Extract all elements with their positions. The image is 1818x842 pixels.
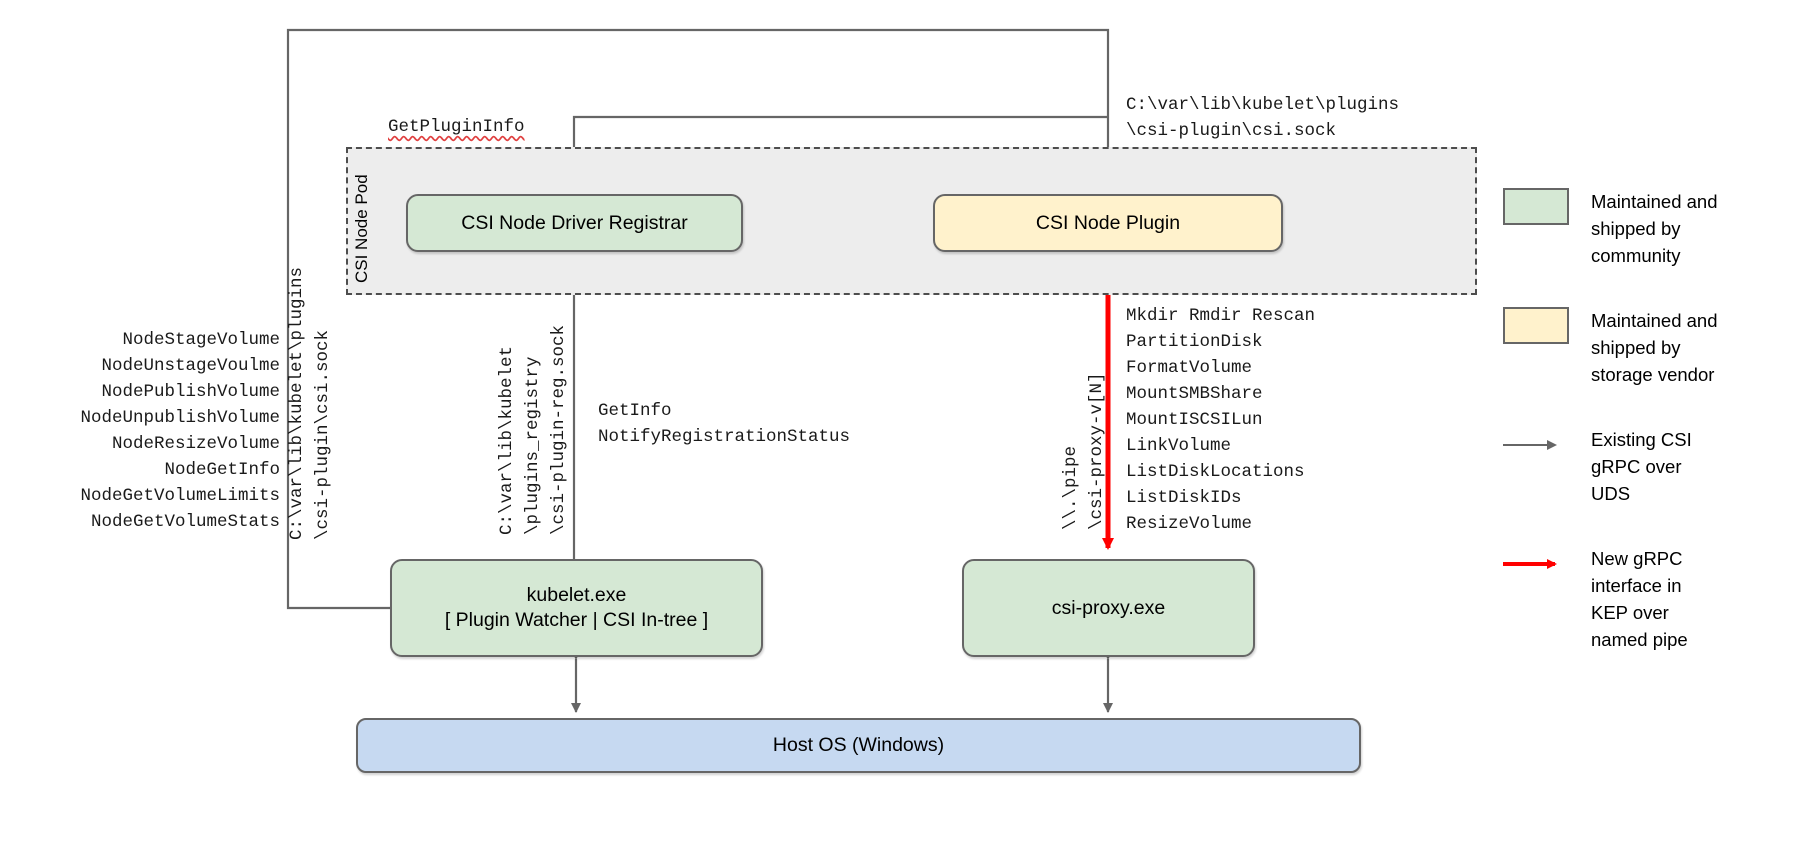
legend-label: Existing CSI gRPC over UDS <box>1591 429 1692 504</box>
box-kubelet-exe-subtitle: [ Plugin Watcher | CSI In-tree ] <box>444 609 709 631</box>
box-host-os-label: Host OS (Windows) <box>772 734 945 756</box>
node-operation-item: NodeGetVolumeLimits <box>80 486 280 506</box>
box-csi-node-driver-registrar[interactable]: CSI Node Driver Registrar <box>406 194 743 252</box>
legend-row: Maintained and shipped by community <box>1503 188 1803 269</box>
box-csi-node-plugin[interactable]: CSI Node Plugin <box>933 194 1283 252</box>
label-named-pipe-path: \\.\pipe \csi-proxy-v[N] <box>1061 372 1107 530</box>
proxy-operation-item: FormatVolume <box>1126 358 1253 378</box>
node-operation-item: NodeUnpublishVolume <box>80 408 280 428</box>
box-csi-node-driver-registrar-label: CSI Node Driver Registrar <box>461 211 688 234</box>
legend-row: New gRPC interface in KEP over named pip… <box>1503 545 1803 653</box>
legend-color-swatch <box>1503 188 1569 225</box>
node-operation-item: NodeStageVolume <box>122 330 280 350</box>
proxy-operation-item: ListDiskIDs <box>1126 488 1242 508</box>
node-operation-item: NodeGetInfo <box>164 460 280 480</box>
label-get-plugin-info: GetPluginInfo <box>388 117 525 137</box>
box-csi-proxy-exe[interactable]: csi-proxy.exe <box>962 559 1255 657</box>
proxy-operation-item: LinkVolume <box>1126 436 1232 456</box>
label-plugins-registry-sock-path: C:\var\lib\kubelet \plugins_registry \cs… <box>497 324 569 535</box>
proxy-operation-item: ListDiskLocations <box>1126 462 1305 482</box>
legend-label: New gRPC interface in KEP over named pip… <box>1591 548 1688 650</box>
legend-arrow-icon <box>1503 426 1569 463</box>
label-plugin-socket-path: C:\var\lib\kubelet\plugins \csi-plugin\c… <box>1126 95 1400 141</box>
node-operation-item: NodeUnstageVoulme <box>101 356 280 376</box>
node-operation-item: NodeGetVolumeStats <box>90 512 280 532</box>
legend-arrow-icon <box>1503 545 1569 582</box>
legend-color-swatch <box>1503 307 1569 344</box>
proxy-operation-item: MountSMBShare <box>1126 384 1263 404</box>
label-kubelet-csi-sock-path: C:\var\lib\kubelet\plugins \csi-plugin\c… <box>287 266 333 540</box>
proxy-operation-item: ResizeVolume <box>1126 514 1253 534</box>
legend-row: Existing CSI gRPC over UDS <box>1503 426 1803 507</box>
box-csi-node-plugin-label: CSI Node Plugin <box>1035 211 1181 234</box>
box-host-os[interactable]: Host OS (Windows) <box>356 718 1361 773</box>
legend-row: Maintained and shipped by storage vendor <box>1503 307 1803 388</box>
legend-label: Maintained and shipped by storage vendor <box>1591 310 1718 385</box>
proxy-operation-item: MountISCSILun <box>1126 410 1263 430</box>
proxy-operation-item: Mkdir Rmdir Rescan <box>1126 306 1316 326</box>
box-csi-proxy-exe-label: csi-proxy.exe <box>1051 596 1166 619</box>
box-kubelet-exe-label: kubelet.exe <box>526 584 627 606</box>
csi-node-pod-label: CSI Node Pod <box>352 174 371 283</box>
box-kubelet-exe[interactable]: kubelet.exe [ Plugin Watcher | CSI In-tr… <box>390 559 763 657</box>
legend-label: Maintained and shipped by community <box>1591 191 1718 266</box>
proxy-operation-item: PartitionDisk <box>1126 332 1263 352</box>
node-operation-item: NodeResizeVolume <box>111 434 280 454</box>
node-operation-item: NodePublishVolume <box>101 382 280 402</box>
label-registrar-calls: GetInfo NotifyRegistrationStatus <box>598 401 851 447</box>
